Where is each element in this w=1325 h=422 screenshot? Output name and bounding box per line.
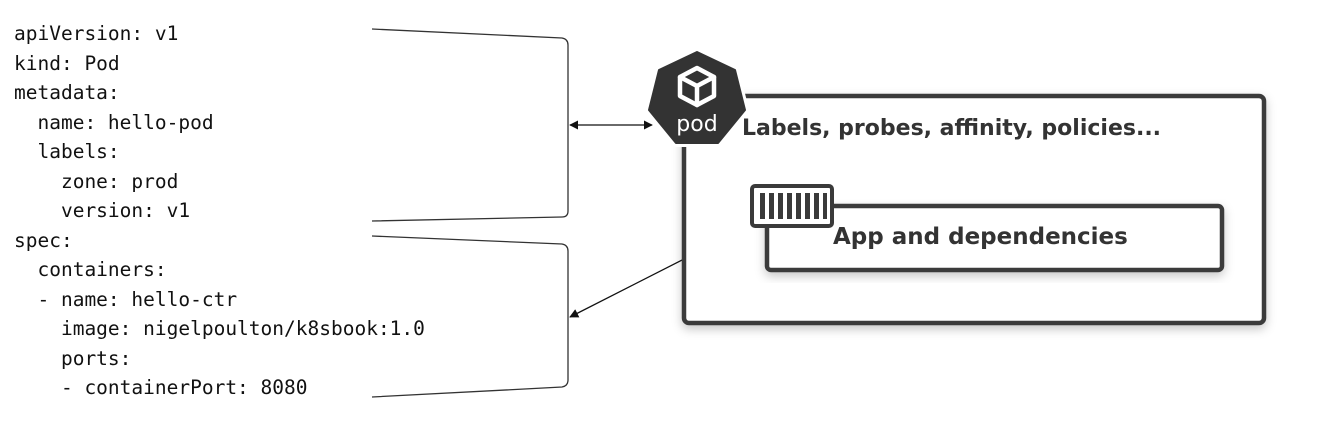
pod-label: Labels, probes, affinity, policies... <box>742 116 1162 141</box>
yaml-line-labels: labels: <box>14 140 120 163</box>
yaml-line-spec: spec: <box>14 229 73 252</box>
pod-cube-icon <box>677 65 717 108</box>
yaml-line-image: image: nigelpoulton/k8sbook:1.0 <box>14 317 425 340</box>
metadata-brace <box>371 28 569 222</box>
container-box <box>764 203 1225 273</box>
container-icon <box>750 184 834 228</box>
yaml-line-apiversion: apiVersion: v1 <box>14 22 179 45</box>
yaml-line-kind: kind: Pod <box>14 52 120 75</box>
yaml-line-metadata: metadata: <box>14 81 120 104</box>
yaml-line-containers: containers: <box>14 258 167 281</box>
yaml-line-container-name: - name: hello-ctr <box>14 288 238 311</box>
pod-badge-text: pod <box>676 112 717 137</box>
yaml-line-name: name: hello-pod <box>14 111 214 134</box>
yaml-line-ports: ports: <box>14 347 132 370</box>
yaml-line-containerport: - containerPort: 8080 <box>14 376 308 399</box>
yaml-line-version: version: v1 <box>14 199 191 222</box>
spec-brace <box>371 235 569 398</box>
yaml-line-zone: zone: prod <box>14 170 179 193</box>
container-label: App and dependencies <box>833 224 1128 250</box>
